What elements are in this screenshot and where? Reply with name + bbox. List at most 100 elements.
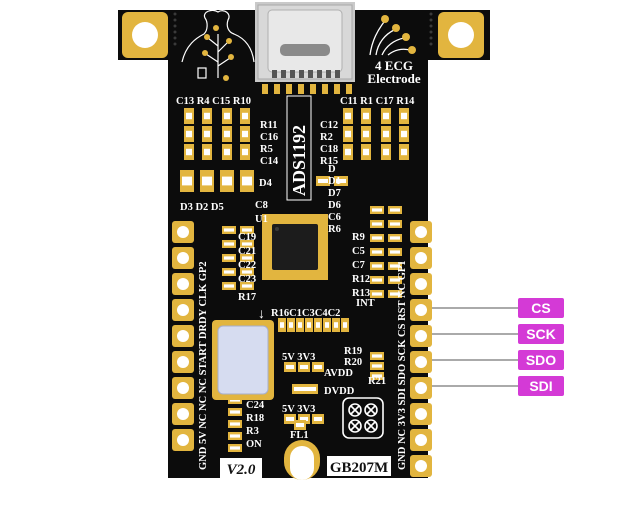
- smd-component: [343, 126, 353, 142]
- smd-component: [184, 108, 194, 124]
- silkscreen-label: U1: [255, 214, 268, 225]
- smd-component: [222, 282, 236, 290]
- smd-component: [220, 170, 234, 192]
- silkscreen-label: R12: [352, 274, 370, 285]
- usb-c-connector: [255, 2, 355, 82]
- smd-component: [370, 276, 384, 284]
- smd-component: [361, 126, 371, 142]
- smd-component: [228, 408, 242, 416]
- right-header-pad: [410, 299, 432, 321]
- right-header-pad: [410, 351, 432, 373]
- smd-component: [314, 318, 322, 332]
- smd-component: [370, 362, 384, 370]
- left-header: [172, 221, 194, 451]
- smd-component: [361, 144, 371, 160]
- smd-component: [399, 126, 409, 142]
- smd-component: [388, 276, 402, 284]
- smd-component: [388, 248, 402, 256]
- smd-component: [202, 144, 212, 160]
- smd-component: [296, 318, 304, 332]
- smd-component: [381, 144, 391, 160]
- right-header: [410, 221, 432, 477]
- silkscreen-label: R19: [344, 346, 362, 357]
- silkscreen-label: R21: [368, 376, 386, 387]
- smd-component: [240, 268, 254, 276]
- right-header-pad: [410, 403, 432, 425]
- smd-component: [361, 108, 371, 124]
- smd-component: [222, 126, 232, 142]
- version-label: V2.0: [227, 462, 256, 478]
- smd-component: [332, 318, 340, 332]
- silkscreen-label: R11: [260, 120, 278, 131]
- smd-component: [399, 108, 409, 124]
- electrode-icon: [369, 21, 411, 56]
- silkscreen-label: R6: [328, 224, 341, 235]
- left-header-pad: [172, 351, 194, 373]
- smd-component: [370, 248, 384, 256]
- smd-component: [370, 290, 384, 298]
- model-label: GB207M: [330, 460, 388, 476]
- right-header-pad: [410, 455, 432, 477]
- smd-component: [222, 254, 236, 262]
- silkscreen-label: D6: [328, 200, 341, 211]
- smd-component: [228, 444, 242, 452]
- smd-component: [240, 144, 250, 160]
- silkscreen-label: D7: [328, 188, 341, 199]
- silkscreen-label: DVDD: [324, 386, 355, 397]
- sensor-module: [212, 320, 274, 400]
- right-header-pad: [410, 429, 432, 451]
- left-header-pad: [172, 247, 194, 269]
- smd-component: [184, 126, 194, 142]
- smd-component: [370, 352, 384, 360]
- smd-component: [240, 126, 250, 142]
- left-header-pad: [172, 377, 194, 399]
- smd-component: [381, 126, 391, 142]
- smd-component: [184, 144, 194, 160]
- pin-label-sdo: SDO: [518, 350, 564, 370]
- silkscreen-label: C12: [320, 120, 338, 131]
- left-header-pad: [172, 403, 194, 425]
- smd-component: [287, 318, 295, 332]
- right-header-pad: [410, 221, 432, 243]
- silkscreen-label: R3: [246, 426, 259, 437]
- silkscreen-label: C5: [352, 246, 365, 257]
- silkscreen-label: R2: [320, 132, 333, 143]
- ads1192-chip: [262, 214, 328, 280]
- silkscreen-label: R17: [238, 292, 256, 303]
- smd-component: [292, 384, 318, 394]
- silkscreen-label: 5V 3V3: [282, 404, 315, 415]
- left-header-pad: [172, 429, 194, 451]
- silkscreen-label: C23: [238, 274, 256, 285]
- silkscreen-label: C18: [320, 144, 338, 155]
- silkscreen-label: C6: [328, 212, 341, 223]
- left-header-pad: [172, 325, 194, 347]
- smd-component: [228, 420, 242, 428]
- silkscreen-label: D4: [259, 178, 273, 189]
- callout-lines: [432, 307, 518, 387]
- silkscreen-label: C24: [246, 400, 265, 411]
- smd-component: [180, 170, 194, 192]
- smd-component: [240, 108, 250, 124]
- smd-component: [240, 282, 254, 290]
- pin-label-sdi: SDI: [518, 376, 564, 396]
- silkscreen-label: R9: [352, 232, 365, 243]
- pin-label-cs: CS: [518, 298, 564, 318]
- smd-component: [316, 176, 330, 186]
- left-header-pad: [172, 273, 194, 295]
- smd-component: [334, 176, 348, 186]
- silkscreen-label: C21: [238, 246, 256, 257]
- right-header-pad: [410, 247, 432, 269]
- right-header-pad: [410, 273, 432, 295]
- smd-component: [370, 372, 384, 380]
- electrode-label-line2: Electrode: [367, 71, 420, 86]
- smd-component: [343, 144, 353, 160]
- down-arrow-icon: ↓: [258, 307, 265, 322]
- smd-component: [278, 318, 286, 332]
- smd-component: [202, 108, 212, 124]
- silkscreen-label: R20: [344, 357, 362, 368]
- right-header-pad: [410, 377, 432, 399]
- right-header-pad: [410, 325, 432, 347]
- smd-component: [370, 262, 384, 270]
- chip-designator: ADS1192: [289, 125, 309, 196]
- smd-component: [370, 206, 384, 214]
